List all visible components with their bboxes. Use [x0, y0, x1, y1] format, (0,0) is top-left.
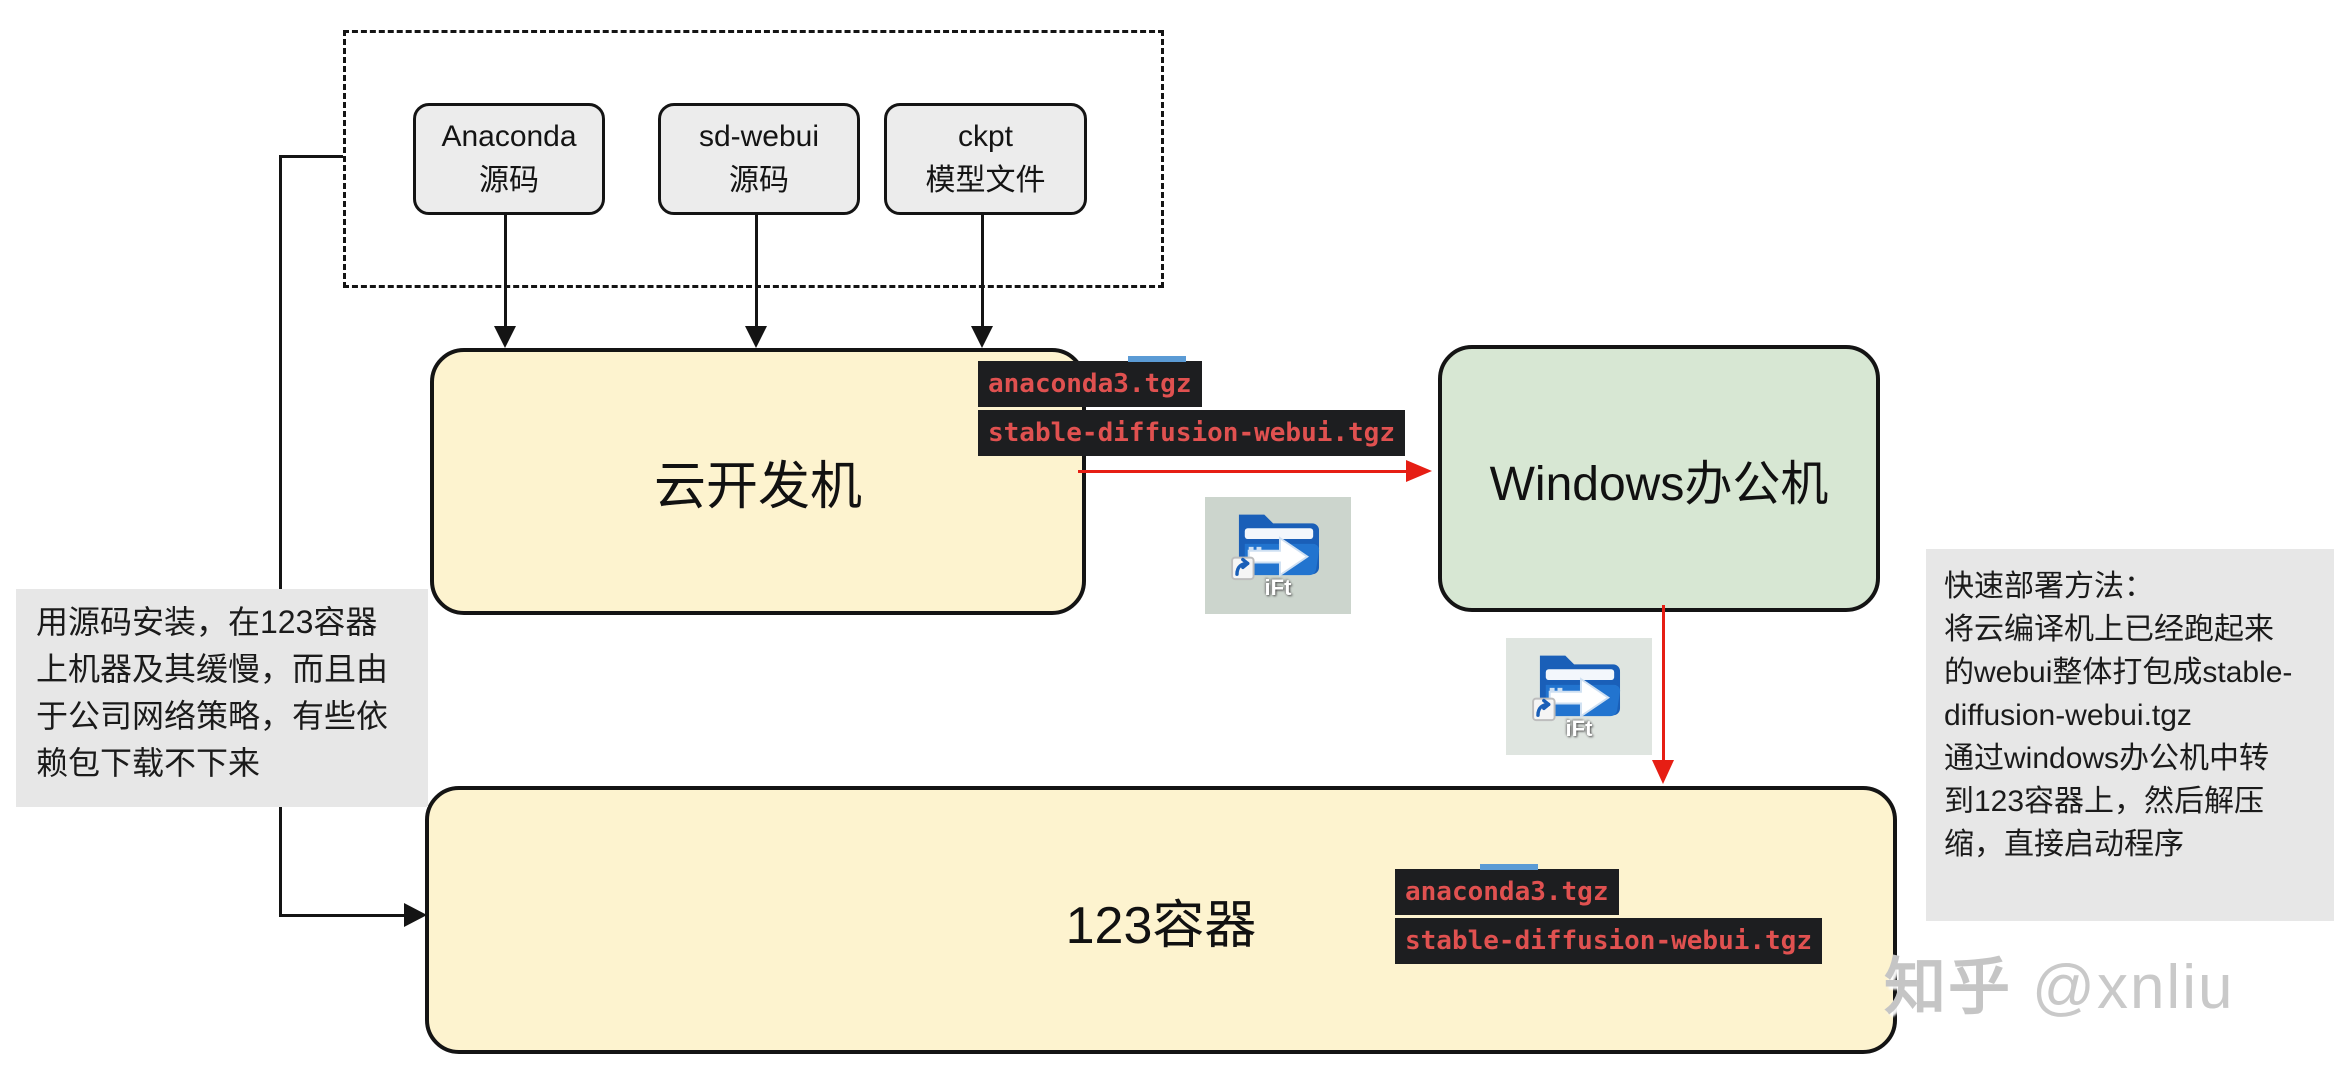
selection-artifact	[1480, 864, 1538, 870]
arrow-sdwebui-to-clouddev-head	[745, 326, 767, 348]
source-box-sdwebui-line1: sd-webui	[698, 120, 820, 153]
connector-group-to-container-head	[404, 903, 427, 927]
file-transfer-icon: iFt	[1205, 497, 1351, 614]
arrow-windows-to-container-head	[1652, 760, 1674, 784]
node-cloud-dev: 云开发机	[430, 348, 1086, 615]
folder-arrow-icon	[1532, 655, 1621, 722]
node-windows-office: Windows办公机	[1438, 345, 1880, 612]
note-left: 用源码安装，在123容器 上机器及其缓慢，而且由 于公司网络策略，有些依 赖包下…	[16, 589, 428, 807]
source-box-anaconda-line2: 源码	[479, 164, 539, 197]
connector-group-to-container-bottom	[279, 914, 405, 917]
file-label-webui-top: stable-diffusion-webui.tgz	[978, 410, 1405, 456]
connector-group-to-container-vertical	[279, 155, 282, 917]
file-label-anaconda-bottom: anaconda3.tgz	[1395, 869, 1619, 915]
arrow-clouddev-to-windows-line	[1078, 470, 1408, 473]
file-label-anaconda-top: anaconda3.tgz	[978, 361, 1202, 407]
arrow-anaconda-to-clouddev-head	[494, 326, 516, 348]
arrow-clouddev-to-windows-head	[1406, 460, 1432, 482]
node-123-container-label: 123容器	[1065, 896, 1257, 955]
source-group-border	[343, 30, 1164, 288]
node-windows-office-label: Windows办公机	[1489, 457, 1829, 511]
source-box-ckpt-line2: 模型文件	[925, 164, 1046, 197]
connector-group-to-container-top	[279, 155, 343, 158]
source-box-ckpt: ckpt 模型文件	[884, 103, 1087, 215]
watermark-handle: @xnliu	[2032, 953, 2235, 1022]
folder-arrow-icon	[1231, 514, 1320, 581]
watermark: 知乎 @xnliu	[1884, 936, 2234, 1026]
arrow-ckpt-to-clouddev-head	[971, 326, 993, 348]
file-transfer-icon: iFt	[1506, 638, 1652, 755]
source-box-sdwebui: sd-webui 源码	[658, 103, 860, 215]
selection-artifact	[1128, 356, 1186, 362]
source-box-sdwebui-line2: 源码	[729, 164, 789, 197]
arrow-ckpt-to-clouddev-line	[981, 210, 984, 328]
node-cloud-dev-label: 云开发机	[653, 458, 862, 516]
note-right: 快速部署方法： 将云编译机上已经跑起来 的webui整体打包成stable- d…	[1926, 549, 2334, 921]
file-label-webui-bottom: stable-diffusion-webui.tgz	[1395, 918, 1822, 964]
transfer-icon-label: iFt	[1565, 716, 1593, 741]
transfer-icon-label: iFt	[1264, 575, 1292, 600]
arrow-sdwebui-to-clouddev-line	[755, 210, 758, 328]
source-box-anaconda-line1: Anaconda	[441, 120, 577, 153]
arrow-windows-to-container-line	[1662, 605, 1665, 762]
source-box-anaconda: Anaconda 源码	[413, 103, 605, 215]
source-box-ckpt-line1: ckpt	[957, 120, 1014, 153]
zhihu-brand: 知乎	[1884, 953, 2013, 1022]
arrow-anaconda-to-clouddev-line	[504, 210, 507, 328]
